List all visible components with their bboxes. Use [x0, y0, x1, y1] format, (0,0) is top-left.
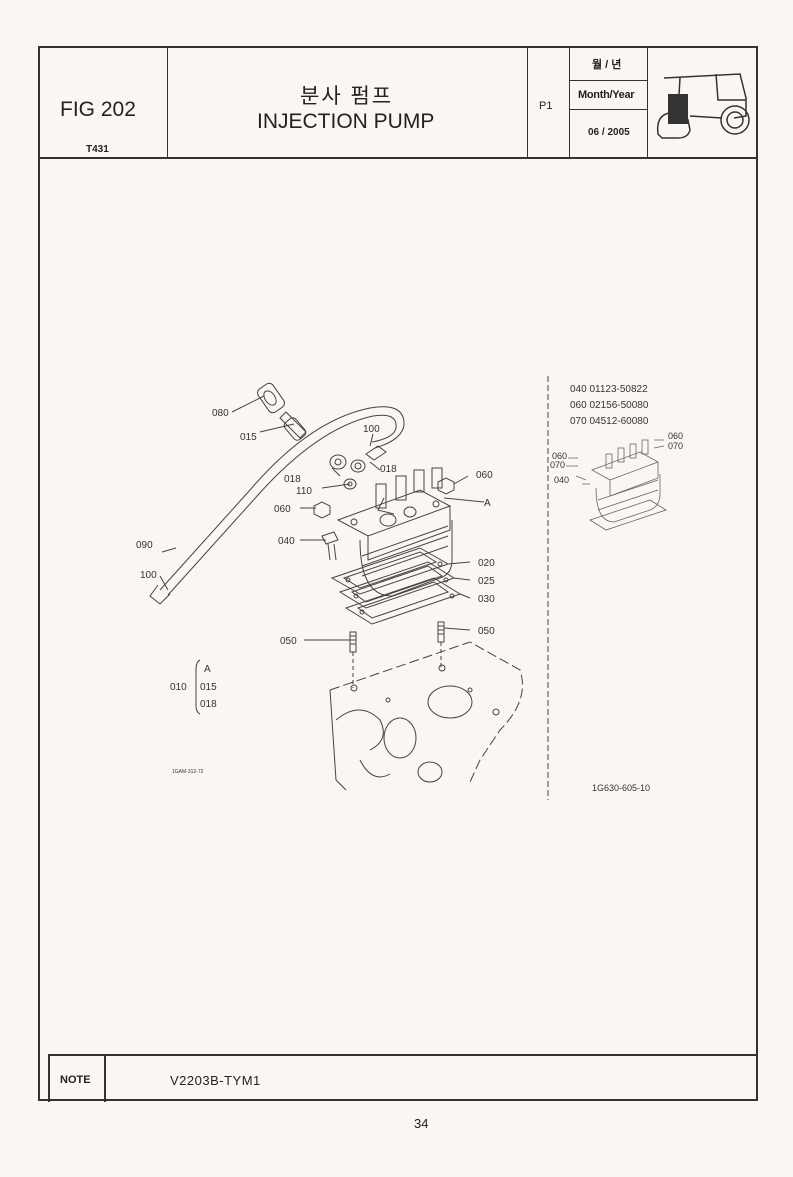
inset-line-2: 060 02156-50080 [570, 400, 649, 411]
callout-A: A [484, 498, 491, 509]
inset-line-1: 040 01123-50822 [570, 384, 648, 395]
inset-line-3: 070 04512-60080 [570, 416, 649, 427]
inset-reference-code: 1G630-605-10 [592, 783, 650, 793]
callout-025: 025 [478, 576, 495, 587]
kit-parent-010: 010 [170, 682, 187, 693]
date-label-english: Month/Year [578, 89, 635, 101]
callout-110: 110 [296, 486, 312, 497]
callout-090: 090 [136, 540, 153, 551]
callout-050-left: 050 [280, 636, 297, 647]
date-cell [570, 48, 648, 158]
callout-050-right: 050 [478, 626, 495, 637]
callout-030: 030 [478, 594, 495, 605]
date-value: 06 / 2005 [588, 127, 630, 138]
inset-callout-070-right: 070 [668, 441, 683, 451]
page-frame [38, 46, 758, 1101]
date-divider-2 [570, 109, 648, 110]
engine-highlight [668, 94, 688, 124]
callout-018-right: 018 [380, 464, 397, 475]
injection-pump-diagram: 080 015 100 018 018 110 060 060 A 040 09… [136, 376, 683, 800]
kit-item-018: 018 [200, 699, 217, 710]
inset-callout-060-left: 060 [552, 451, 567, 461]
note-label: NOTE [60, 1074, 91, 1086]
fig-number: FIG 202 [60, 98, 136, 121]
callout-100-left: 100 [140, 570, 157, 581]
callout-040: 040 [278, 536, 295, 547]
page-number: 34 [414, 1116, 429, 1131]
kit-item-A: A [204, 664, 211, 675]
callout-018-left: 018 [284, 474, 301, 485]
callout-020: 020 [478, 558, 495, 569]
callout-100-top: 100 [363, 424, 380, 435]
note-divider [104, 1054, 106, 1102]
inset-callout-060-right: 060 [668, 431, 683, 441]
note-value: V2203B-TYM1 [170, 1073, 261, 1088]
callout-080: 080 [212, 408, 229, 419]
tractor-icon [656, 73, 750, 139]
note-row-left [48, 1054, 50, 1102]
inset-callout-040: 040 [554, 475, 569, 485]
model-code: T431 [86, 144, 109, 155]
kit-item-015: 015 [200, 682, 217, 693]
title-english: INJECTION PUMP [257, 110, 435, 133]
note-row-top [48, 1054, 758, 1056]
header-bottom-border [40, 157, 756, 159]
page-code-cell [528, 48, 570, 158]
date-label-korean: 월 / 년 [592, 59, 622, 71]
title-cell [168, 48, 528, 158]
small-reference-code: 1GAM-312-72 [172, 769, 204, 775]
page-code: P1 [539, 100, 553, 112]
title-korean: 분사 펌프 [300, 85, 394, 108]
date-divider-1 [570, 80, 648, 81]
callout-060-right: 060 [476, 470, 493, 481]
callout-060-left: 060 [274, 504, 291, 515]
fig-cell [40, 48, 168, 158]
inset-callout-070-left: 070 [550, 460, 565, 470]
callout-015: 015 [240, 432, 257, 443]
